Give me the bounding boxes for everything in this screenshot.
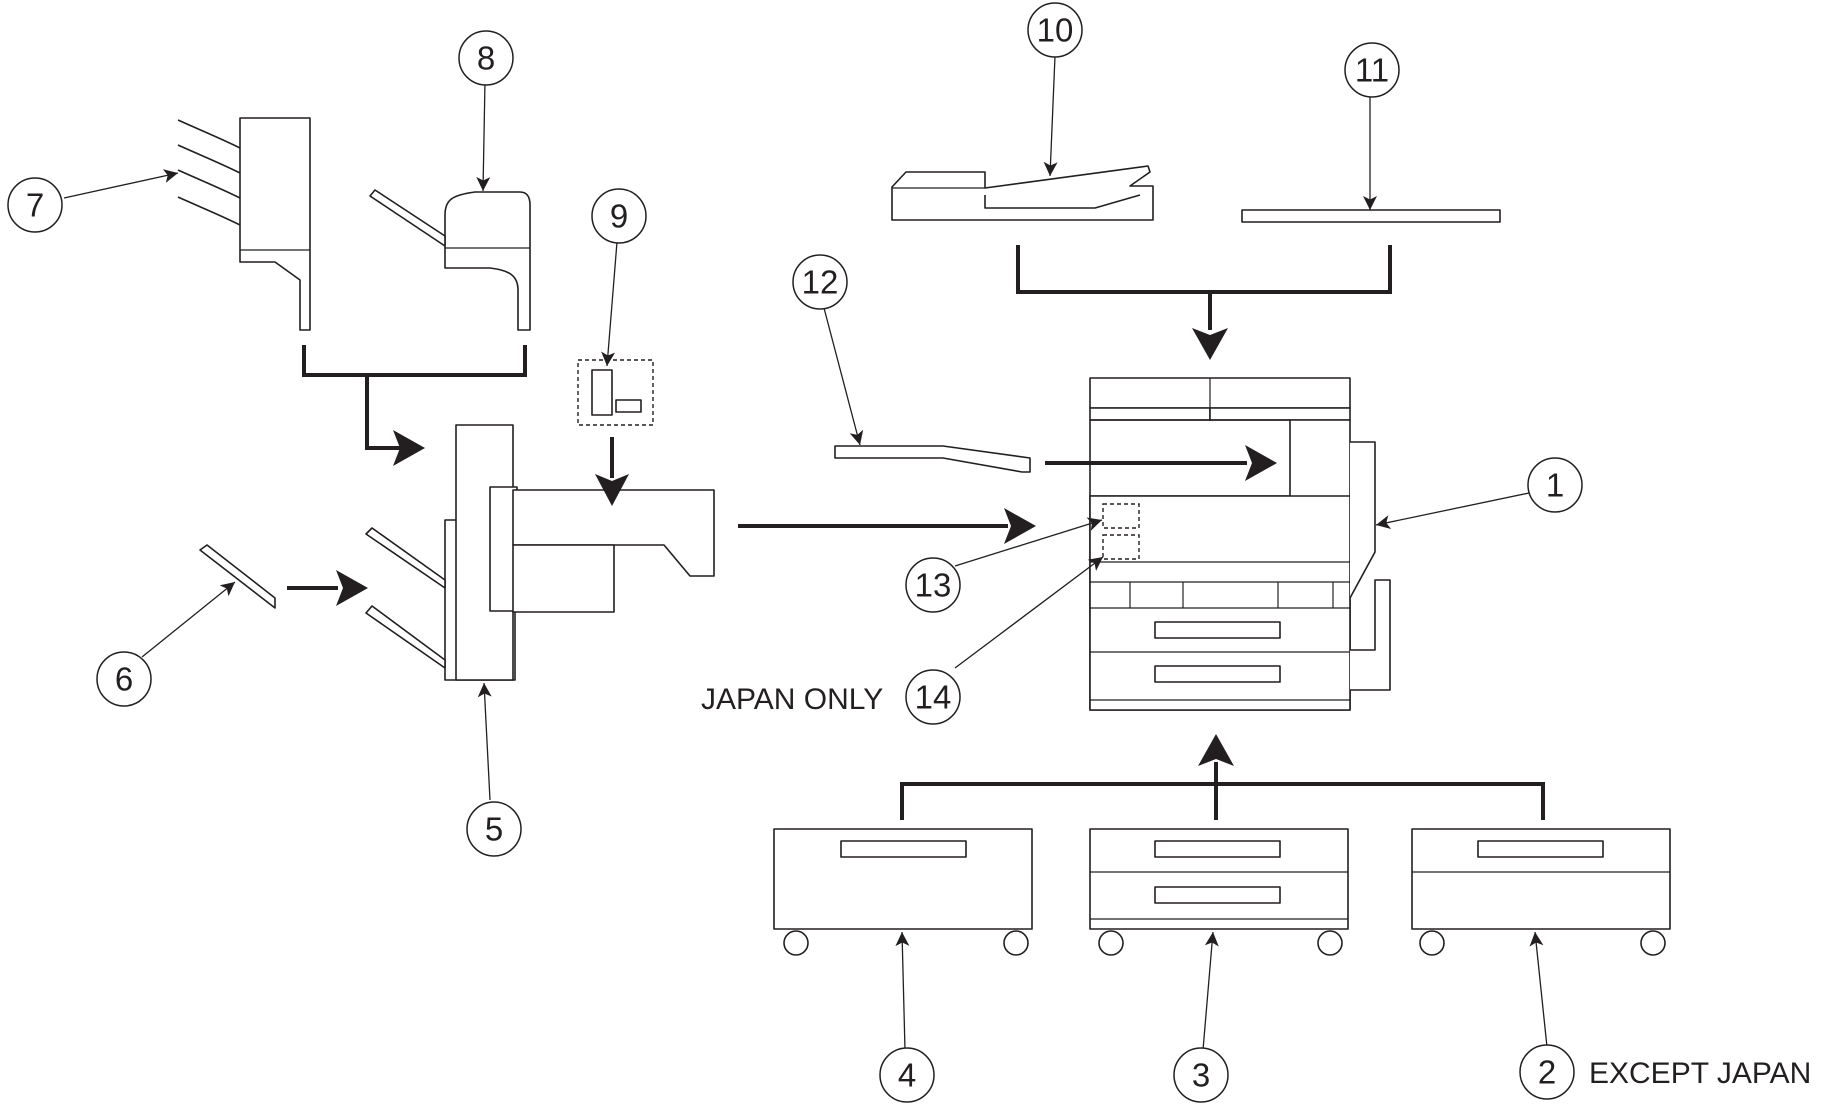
connector-punch-to-finisher5	[595, 437, 629, 506]
tray-unit-12	[834, 445, 1031, 473]
note-japan-only: JAPAN ONLY	[701, 683, 883, 716]
svg-text:2: 2	[1538, 1054, 1556, 1091]
callout-10: 10	[1027, 2, 1083, 58]
connector-tray12-to-main	[1045, 445, 1277, 481]
callout-9: 9	[591, 188, 647, 244]
callout-5: 5	[466, 801, 522, 857]
document-feeder-unit	[891, 165, 1154, 221]
callout-13: 13	[905, 557, 961, 613]
svg-text:6: 6	[115, 661, 133, 698]
svg-text:12: 12	[802, 264, 839, 301]
connector-tray6-to-finisher5	[287, 570, 368, 606]
svg-text:1: 1	[1546, 467, 1564, 504]
leader-lines	[63, 55, 1548, 1051]
connector-finisher5-to-main	[738, 508, 1036, 544]
callout-2: 2	[1519, 1044, 1575, 1100]
connector-finishers-to-finisher5	[302, 345, 527, 466]
punch-kit-unit	[577, 359, 654, 426]
finisher-unit	[365, 424, 715, 681]
svg-text:14: 14	[915, 679, 952, 716]
svg-text:13: 13	[915, 567, 952, 604]
paper-cabinet-3	[1089, 828, 1349, 956]
svg-text:10: 10	[1037, 12, 1074, 49]
callout-11: 11	[1344, 42, 1400, 98]
callout-3: 3	[1173, 1047, 1229, 1103]
svg-text:7: 7	[26, 187, 44, 224]
output-tray-6	[199, 544, 276, 609]
saddle-stitch-unit	[369, 189, 531, 331]
svg-text:11: 11	[1355, 52, 1389, 89]
callout-7: 7	[7, 177, 63, 233]
svg-text:9: 9	[610, 198, 628, 235]
svg-text:8: 8	[477, 40, 495, 77]
connector-top-units-to-main	[1016, 245, 1392, 360]
callout-1: 1	[1527, 457, 1583, 513]
callout-8: 8	[458, 30, 514, 86]
platen-cover-unit	[1241, 209, 1501, 223]
note-except-japan: EXCEPT JAPAN	[1589, 1057, 1811, 1090]
multi-bin-mailbox-unit	[177, 117, 311, 331]
svg-text:5: 5	[485, 811, 503, 848]
callout-6: 6	[96, 651, 152, 707]
svg-text:4: 4	[898, 1057, 916, 1094]
callout-14: 14	[905, 669, 961, 725]
callout-4: 4	[879, 1047, 935, 1103]
callout-12: 12	[792, 254, 848, 310]
paper-cabinet-2	[1411, 828, 1671, 956]
svg-text:3: 3	[1192, 1057, 1210, 1094]
main-copier-body	[1089, 377, 1391, 711]
connector-cabinets-to-main	[900, 734, 1545, 820]
paper-cabinet-4	[773, 828, 1033, 956]
